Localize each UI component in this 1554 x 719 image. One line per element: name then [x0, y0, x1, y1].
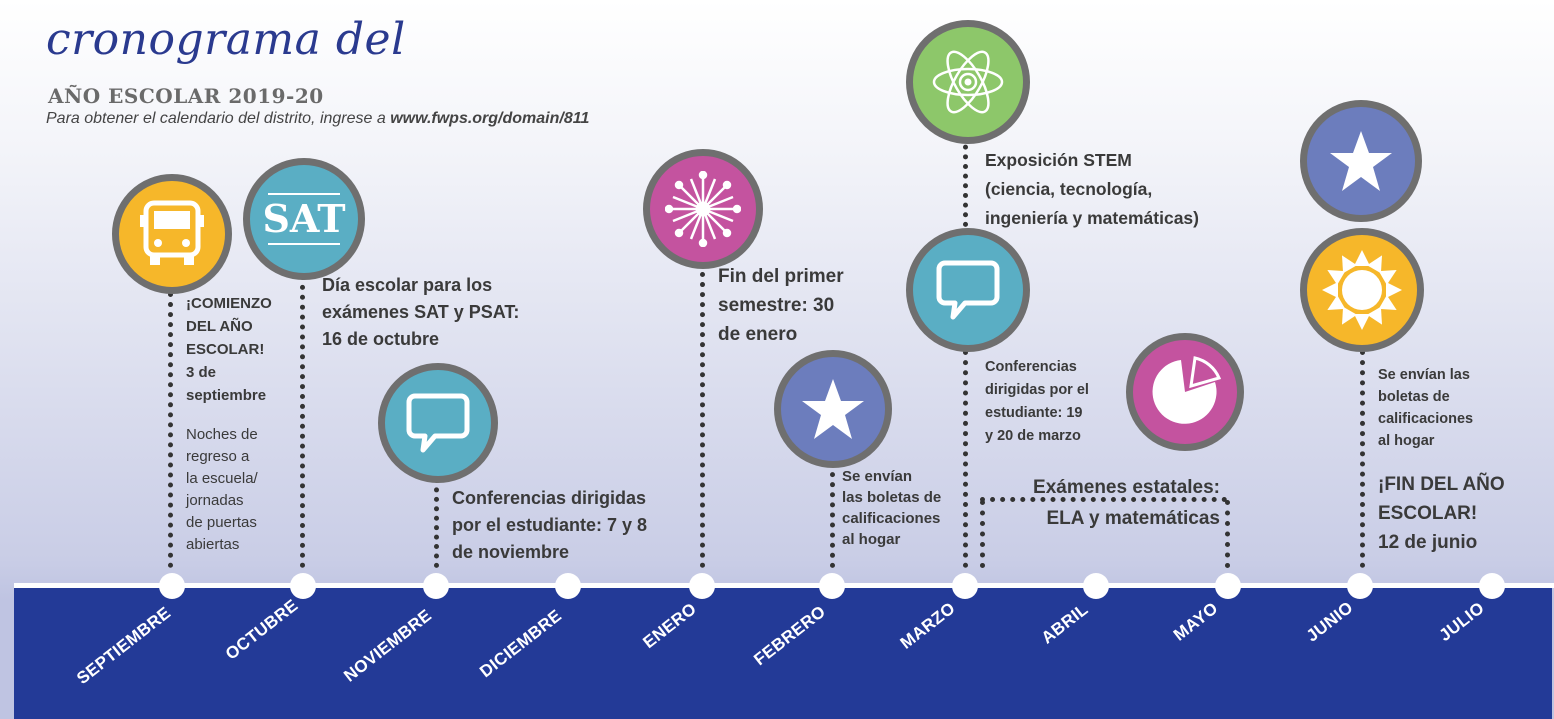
- feb-event-text: Se envían las boletas de calificaciones …: [842, 466, 941, 550]
- star-icon: [774, 350, 892, 468]
- timeline-dot-abril: [1083, 573, 1109, 599]
- oct-event-text: Día escolar para los exámenes SAT y PSAT…: [322, 272, 519, 353]
- connector-nov: [434, 478, 439, 568]
- state-line: ELA y matemáticas: [1046, 508, 1220, 529]
- sep-note-line: Noches de: [186, 426, 258, 443]
- nov-line: Conferencias dirigidas: [452, 488, 647, 508]
- sat-label: SAT: [262, 196, 346, 241]
- feb-line: al hogar: [842, 531, 901, 548]
- sep-note-line: abiertas: [186, 536, 240, 553]
- timeline-dot-marzo: [952, 573, 978, 599]
- jun-end-line: ¡FIN DEL AÑO: [1378, 474, 1505, 495]
- connector-sep: [168, 282, 173, 568]
- oct-line: Día escolar para los: [322, 275, 493, 295]
- sep-line: septiembre: [186, 387, 267, 404]
- jun-end-line: ESCOLAR!: [1378, 503, 1478, 524]
- sep-line: 3 de: [186, 364, 217, 381]
- nov-line: de noviembre: [452, 542, 570, 562]
- oct-line: 16 de octubre: [322, 329, 440, 349]
- connector-ene: [700, 262, 705, 568]
- sep-note-line: jornadas: [186, 492, 244, 509]
- jun-end-line: 12 de junio: [1378, 532, 1478, 553]
- speech-bubble-icon: [378, 363, 498, 483]
- timeline-dot-julio: [1479, 573, 1505, 599]
- feb-line: Se envían: [842, 468, 913, 485]
- connector-stem: [963, 135, 968, 227]
- district-calendar-note: Para obtener el calendario del distrito,…: [46, 110, 589, 128]
- ene-line: de enero: [718, 324, 798, 345]
- sat-icon: SAT: [243, 158, 365, 280]
- connector-mar: [963, 350, 968, 568]
- jun-end-text: ¡FIN DEL AÑO ESCOLAR! 12 de junio: [1378, 470, 1505, 557]
- mar-line: Conferencias: [985, 359, 1077, 375]
- state-exams-text: Exámenes estatales: ELA y matemáticas: [994, 472, 1220, 534]
- sep-line: ESCOLAR!: [186, 341, 265, 358]
- sep-note-text: Noches de regreso a la escuela/ jornadas…: [186, 424, 258, 556]
- feb-line: las boletas de: [842, 489, 942, 506]
- stem-line: Exposición STEM: [985, 150, 1132, 170]
- mar-line: estudiante: 19: [985, 405, 1083, 421]
- timeline-dot-septiembre: [159, 573, 185, 599]
- connector-feb: [830, 462, 835, 568]
- sep-event-text: ¡COMIENZO DEL AÑO ESCOLAR! 3 de septiemb…: [186, 292, 272, 407]
- pie-chart-icon: [1126, 333, 1244, 451]
- feb-line: calificaciones: [842, 510, 941, 527]
- jun-line: al hogar: [1378, 433, 1435, 449]
- note-text: Para obtener el calendario del distrito,…: [46, 110, 391, 127]
- connector-state-right: [1225, 500, 1230, 568]
- connector-state-left: [980, 500, 985, 568]
- page-subtitle: AÑO ESCOLAR 2019-20: [48, 84, 324, 108]
- sep-line: DEL AÑO: [186, 318, 253, 335]
- bus-icon: [112, 174, 232, 294]
- sep-note-line: la escuela/: [186, 470, 258, 487]
- sun-icon: [1300, 228, 1424, 352]
- star-icon-june: [1300, 100, 1422, 222]
- connector-jun: [1360, 350, 1365, 568]
- ene-line: Fin del primer: [718, 266, 844, 287]
- mar-line: y 20 de marzo: [985, 428, 1081, 444]
- stem-line: ingeniería y matemáticas): [985, 208, 1199, 228]
- state-line: Exámenes estatales:: [1033, 477, 1220, 498]
- atom-icon: [906, 20, 1030, 144]
- ene-line: semestre: 30: [718, 295, 835, 316]
- timeline-dot-diciembre: [555, 573, 581, 599]
- district-calendar-link[interactable]: www.fwps.org/domain/811: [390, 110, 590, 127]
- jun-cards-text: Se envían las boletas de calificaciones …: [1378, 364, 1473, 452]
- timeline-dot-enero: [689, 573, 715, 599]
- oct-line: exámenes SAT y PSAT:: [322, 302, 520, 322]
- mar-event-text: Conferencias dirigidas por el estudiante…: [985, 356, 1089, 448]
- timeline-dot-mayo: [1215, 573, 1241, 599]
- mar-line: dirigidas por el: [985, 382, 1089, 398]
- page-title: cronograma del: [46, 14, 406, 65]
- stem-event-text: Exposición STEM (ciencia, tecnología, in…: [985, 146, 1199, 233]
- timeline-dot-febrero: [819, 573, 845, 599]
- jun-line: boletas de: [1378, 389, 1450, 405]
- snowflake-icon: [643, 149, 763, 269]
- sep-note-line: de puertas: [186, 514, 257, 531]
- timeline-line: [14, 583, 1554, 588]
- sep-note-line: regreso a: [186, 448, 250, 465]
- jun-line: calificaciones: [1378, 411, 1474, 427]
- connector-oct: [300, 265, 305, 568]
- connector-state-top: [980, 497, 1227, 502]
- speech-bubble-icon-march: [906, 228, 1030, 352]
- ene-event-text: Fin del primer semestre: 30 de enero: [718, 262, 844, 349]
- timeline-dot-junio: [1347, 573, 1373, 599]
- jun-line: Se envían las: [1378, 367, 1470, 383]
- stem-line: (ciencia, tecnología,: [985, 179, 1153, 199]
- sep-line: ¡COMIENZO: [186, 295, 272, 312]
- nov-line: por el estudiante: 7 y 8: [452, 515, 648, 535]
- timeline-dot-octubre: [290, 573, 316, 599]
- nov-event-text: Conferencias dirigidas por el estudiante…: [452, 485, 647, 566]
- timeline-band: [14, 586, 1552, 719]
- timeline-dot-noviembre: [423, 573, 449, 599]
